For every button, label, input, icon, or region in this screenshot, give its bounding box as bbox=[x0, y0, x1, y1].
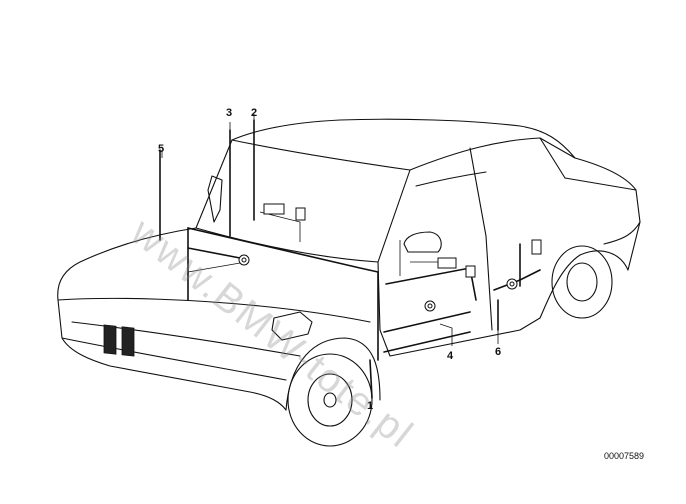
document-number: 00007589 bbox=[604, 451, 645, 461]
car-body bbox=[57, 118, 641, 447]
car-wiring-illustration bbox=[57, 114, 641, 447]
callout-1: 1 bbox=[367, 400, 374, 412]
callout-3: 3 bbox=[226, 107, 233, 119]
wiring-harness bbox=[159, 114, 542, 404]
callout-4: 4 bbox=[447, 350, 454, 362]
parts-diagram: 1 2 3 4 5 6 www.BMW-tote.pl 00007589 bbox=[57, 107, 645, 461]
callout-5: 5 bbox=[158, 143, 165, 155]
callout-6: 6 bbox=[495, 346, 502, 358]
callout-2: 2 bbox=[251, 107, 258, 119]
